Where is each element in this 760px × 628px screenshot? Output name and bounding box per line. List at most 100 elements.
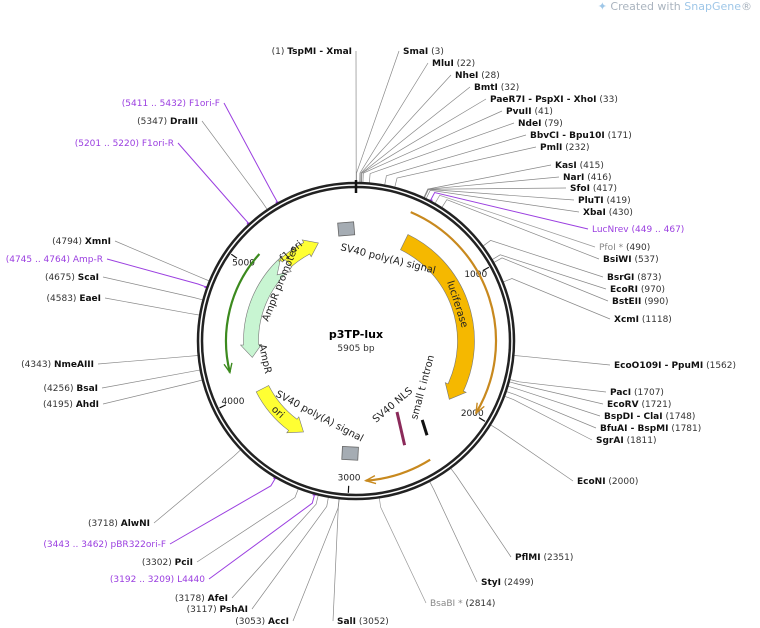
enzyme-site-label[interactable]: EcoRI (970): [610, 285, 665, 295]
site-position: (3117): [187, 605, 217, 615]
feature-sv40-nls[interactable]: [395, 411, 407, 446]
feature-ampr[interactable]: [239, 256, 292, 358]
feature-label-ampr[interactable]: AmpR: [256, 343, 273, 375]
site-position: (1118): [642, 315, 672, 325]
feature-f1-ori[interactable]: [278, 239, 319, 271]
enzyme-site-label[interactable]: PflMI (2351): [515, 553, 573, 563]
site-name: EcoRV: [607, 400, 639, 410]
site-leader-line: [97, 355, 198, 365]
enzyme-site-label[interactable]: PluTI (419): [578, 196, 631, 206]
enzyme-site-label[interactable]: PfoI * (490): [599, 243, 650, 253]
site-position: (415): [580, 161, 604, 171]
feature-small-t-intron[interactable]: [420, 419, 429, 436]
enzyme-site-label[interactable]: BspDI - ClaI (1748): [604, 412, 695, 422]
enzyme-site-label[interactable]: NdeI (79): [518, 119, 563, 129]
enzyme-site-label[interactable]: SalI (3052): [337, 617, 389, 627]
enzyme-site-label[interactable]: (1) TspMI - XmaI: [272, 47, 352, 57]
feature-ampr-promoter[interactable]: [276, 259, 293, 276]
enzyme-site-label[interactable]: MluI (22): [432, 59, 475, 69]
site-leader-line: [506, 391, 597, 429]
orf-arc-ampr[interactable]: [224, 253, 261, 373]
enzyme-site-label[interactable]: SmaI (3): [403, 47, 444, 57]
site-leader-line: [223, 102, 279, 203]
feature-luciferase[interactable]: [400, 234, 475, 400]
enzyme-site-label[interactable]: (3117) PshAI: [187, 605, 248, 615]
feature-ori[interactable]: [255, 385, 304, 434]
enzyme-site-label[interactable]: (3302) PciI: [142, 558, 193, 568]
site-position: (417): [593, 184, 617, 194]
site-name: PflMI: [515, 553, 541, 563]
site-position: (2000): [608, 477, 638, 487]
site-position: (990): [644, 297, 668, 307]
enzyme-site-label[interactable]: BsrGI (873): [607, 273, 661, 283]
enzyme-site-label[interactable]: (4794) XmnI: [52, 237, 111, 247]
snapgene-credit[interactable]: ✦ Created with SnapGene®: [598, 0, 752, 13]
primer-label[interactable]: (4745 .. 4764) Amp-R: [6, 255, 103, 265]
enzyme-site-label[interactable]: EcoO109I - PpuMI (1562): [614, 361, 736, 371]
site-position: (1562): [706, 361, 736, 371]
credit-brand: SnapGene: [684, 0, 741, 13]
enzyme-site-label[interactable]: NheI (28): [455, 71, 500, 81]
site-leader-line: [503, 278, 611, 320]
site-name: PluTI: [578, 196, 604, 206]
site-leader-line: [384, 134, 527, 185]
enzyme-site-label[interactable]: BsaBI * (2814): [430, 599, 495, 609]
credit-reg: ®: [741, 0, 752, 13]
enzyme-site-label[interactable]: PacI (1707): [610, 388, 664, 398]
site-name: NarI: [563, 173, 584, 183]
enzyme-site-label[interactable]: (3718) AlwNI: [88, 519, 150, 529]
enzyme-site-label[interactable]: (3178) AfeI: [175, 594, 228, 604]
enzyme-site-label[interactable]: BbvCI - Bpu10I (171): [530, 131, 632, 141]
orf-arc-luciferase[interactable]: [410, 211, 498, 414]
enzyme-site-label[interactable]: PaeR7I - PspXI - XhoI (33): [490, 95, 618, 105]
feature-label-sv40-nls[interactable]: SV40 NLS: [371, 386, 415, 426]
site-name: SgrAI: [596, 436, 624, 446]
site-name: LucNrev: [592, 225, 629, 235]
orf-arc-lower[interactable]: [365, 458, 431, 482]
enzyme-site-label[interactable]: NarI (416): [563, 173, 611, 183]
site-position: (4343): [21, 360, 51, 370]
primer-label[interactable]: (5411 .. 5432) F1ori-F: [122, 99, 220, 109]
enzyme-site-label[interactable]: PmlI (232): [540, 143, 590, 153]
primer-label[interactable]: (3192 .. 3209) L4440: [110, 575, 205, 585]
enzyme-site-label[interactable]: (5347) DraIII: [137, 117, 198, 127]
site-name: EcoO109I - PpuMI: [614, 361, 703, 371]
feature-label-small-t-intron[interactable]: small t intron: [409, 354, 437, 421]
enzyme-site-label[interactable]: BmtI (32): [474, 83, 519, 93]
feature-sv40-polyA-top[interactable]: [337, 221, 356, 237]
enzyme-site-label[interactable]: (4583) EaeI: [47, 294, 102, 304]
enzyme-site-label[interactable]: XbaI (430): [583, 208, 633, 218]
primer-label[interactable]: LucNrev (449 .. 467): [592, 225, 684, 235]
site-leader-line: [332, 499, 340, 622]
enzyme-site-label[interactable]: BsiWI (537): [603, 255, 659, 265]
enzyme-site-label[interactable]: PvuII (41): [506, 107, 553, 117]
enzyme-site-label[interactable]: XcmI (1118): [614, 315, 672, 325]
enzyme-site-label[interactable]: EcoNI (2000): [577, 477, 638, 487]
enzyme-site-label[interactable]: EcoRV (1721): [607, 400, 671, 410]
enzyme-site-label[interactable]: KasI (415): [555, 161, 604, 171]
primer-label[interactable]: (5201 .. 5220) F1ori-R: [75, 139, 174, 149]
site-leader-line: [101, 369, 200, 389]
site-name: PciI: [175, 558, 193, 568]
site-leader-line: [492, 254, 607, 290]
enzyme-site-label[interactable]: BfuAI - BspMI (1781): [600, 424, 701, 434]
site-leader-line: [510, 379, 607, 393]
site-name: BbvCI - Bpu10I: [530, 131, 605, 141]
enzyme-site-label[interactable]: BstEII (990): [612, 297, 668, 307]
tick-mark: [219, 404, 227, 409]
enzyme-site-label[interactable]: (3053) AccI: [235, 617, 289, 627]
tick-mark: [478, 417, 486, 422]
enzyme-site-label[interactable]: (4256) BsaI: [44, 384, 98, 394]
enzyme-site-label[interactable]: SfoI (417): [570, 184, 617, 194]
enzyme-site-label[interactable]: (4195) AhdI: [43, 400, 99, 410]
enzyme-site-label[interactable]: StyI (2499): [481, 578, 534, 588]
feature-sv40-polyA-bottom[interactable]: [341, 446, 359, 461]
primer-label[interactable]: (3443 .. 3462) pBR322ori-F: [43, 540, 166, 550]
enzyme-site-label[interactable]: SgrAI (1811): [596, 436, 657, 446]
site-leader-line: [514, 355, 611, 366]
site-name: EcoRI: [610, 285, 638, 295]
enzyme-site-label[interactable]: (4343) NmeAIII: [21, 360, 94, 370]
enzyme-site-label[interactable]: (4675) ScaI: [45, 273, 99, 283]
orf-arc-lower-arrowhead: [363, 475, 377, 485]
